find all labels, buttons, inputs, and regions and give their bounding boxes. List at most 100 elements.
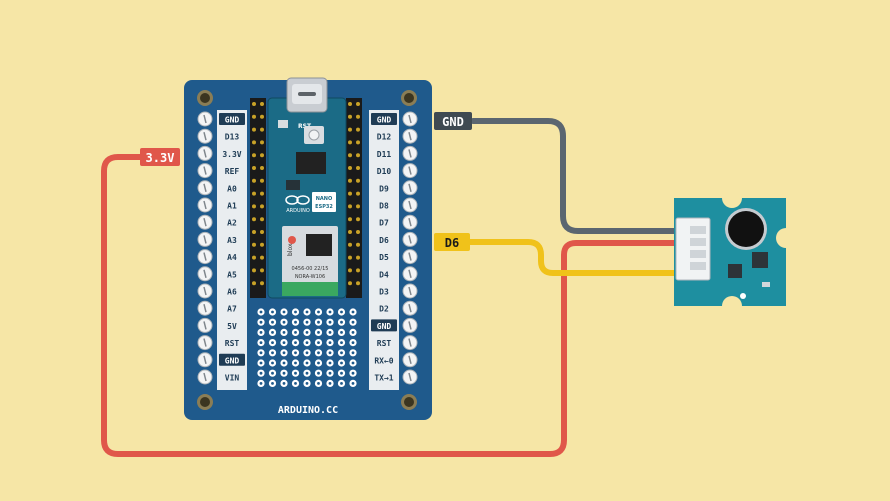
left-pin-label: 3.3V <box>222 150 241 159</box>
right-pin-labels: GNDD12D11D10D9D8D7D6D5D4D3D2GNDRSTRX←0TX… <box>371 113 397 383</box>
right-pin-label: RST <box>377 339 392 348</box>
right-screw-terminal <box>402 145 418 161</box>
left-pin-label: A1 <box>227 202 237 211</box>
chip-icon <box>296 152 326 174</box>
header-pin <box>260 268 264 273</box>
proto-hole-center <box>282 382 286 385</box>
left-pin-label: A2 <box>227 219 237 228</box>
gnd-tag <box>219 353 245 366</box>
proto-hole-center <box>328 361 332 365</box>
header-pin <box>348 255 352 260</box>
header-pin <box>356 217 360 222</box>
right-pin-label: GND <box>377 322 392 331</box>
right-screw-terminal <box>402 197 418 213</box>
proto-hole-center <box>351 331 355 334</box>
proto-hole-center <box>271 361 274 365</box>
nano-model-label: ESP32 <box>315 204 333 210</box>
proto-hole-center <box>259 351 263 355</box>
header-pin <box>252 268 256 273</box>
proto-hole-center <box>259 382 263 385</box>
header-pin <box>356 268 360 273</box>
header-pin <box>348 140 352 145</box>
proto-hole-center <box>271 331 274 334</box>
proto-hole-center <box>340 341 343 344</box>
usb-c-connector-icon <box>286 77 328 113</box>
left-screw-terminal <box>197 214 213 230</box>
right-screw-terminals <box>402 111 418 385</box>
chip-icon <box>752 252 768 268</box>
qr-code-icon <box>306 234 332 256</box>
mounting-hole-icon <box>197 90 213 106</box>
led-icon <box>740 293 746 299</box>
proto-hole-center <box>340 371 343 375</box>
left-pin-label: REF <box>225 167 240 176</box>
left-pin-label: A0 <box>227 184 237 193</box>
gnd-tag <box>371 113 397 125</box>
right-pin-label: D5 <box>379 253 389 262</box>
right-pin-label: D9 <box>379 184 389 193</box>
left-screw-terminal <box>197 180 213 196</box>
microphone-icon <box>725 208 767 250</box>
right-screw-terminal <box>402 180 418 196</box>
left-pin-label: GND <box>225 116 240 125</box>
proto-hole-center <box>328 331 332 334</box>
proto-hole-center <box>305 361 309 365</box>
brand-small-text: ARDUINO <box>286 208 310 214</box>
right-screw-terminal <box>402 249 418 265</box>
header-pin <box>260 178 264 183</box>
header-pin <box>348 127 352 132</box>
header-pin <box>260 102 264 106</box>
proto-hole-center <box>271 320 274 324</box>
proto-hole-center <box>351 351 355 355</box>
left-pin-label: 5V <box>227 322 237 331</box>
header-pin <box>348 242 352 247</box>
left-screw-terminal <box>197 369 213 385</box>
right-screw-terminal <box>402 231 418 247</box>
proto-hole-center <box>351 310 355 314</box>
header-pin <box>260 255 264 260</box>
proto-hole-center <box>282 320 286 324</box>
header-sockets <box>250 98 362 298</box>
header-pin <box>252 153 256 158</box>
carrier-board: GNDD133.3VREFA0A1A2A3A4A5A6A75VRSTGNDVIN… <box>184 77 432 420</box>
proto-hole-center <box>340 361 343 365</box>
gnd-wire <box>470 118 703 234</box>
header-pin <box>348 178 352 183</box>
header-pin <box>260 153 264 158</box>
right-pin-label: TX→1 <box>374 374 393 383</box>
proto-hole-center <box>328 320 332 324</box>
proto-hole-center <box>317 351 320 355</box>
header-pin <box>356 230 360 234</box>
header-pin <box>356 191 360 196</box>
proto-hole-center <box>294 331 297 334</box>
header-pin <box>260 281 264 286</box>
proto-hole-center <box>340 351 343 355</box>
right-screw-terminal <box>402 111 418 127</box>
header-pin <box>356 255 360 260</box>
proto-hole-center <box>282 371 286 375</box>
left-pin-label: A6 <box>227 288 237 297</box>
header-pin <box>252 242 256 247</box>
right-pin-label: D2 <box>379 305 389 314</box>
header-pin <box>252 178 256 183</box>
proto-hole-center <box>351 341 355 344</box>
led-icon <box>278 120 288 128</box>
proto-hole-center <box>294 320 297 324</box>
header-pin <box>260 191 264 196</box>
left-pin-label: GND <box>225 356 240 365</box>
mounting-hole-icon <box>401 90 417 106</box>
proto-hole-center <box>351 382 355 385</box>
header-pin <box>356 102 360 106</box>
header-pin <box>348 102 352 106</box>
left-pin-label: A4 <box>227 253 237 262</box>
board-footer-text: ARDUINO.CC <box>278 405 338 416</box>
proto-hole-center <box>351 320 355 324</box>
header-pin <box>252 230 256 234</box>
proto-hole-center <box>351 371 355 375</box>
header-pin <box>356 153 360 158</box>
header-pin <box>356 242 360 247</box>
left-pin-label: VIN <box>225 374 240 383</box>
right-screw-terminal <box>402 369 418 385</box>
header-pin <box>252 217 256 222</box>
proto-hole-center <box>282 341 286 344</box>
